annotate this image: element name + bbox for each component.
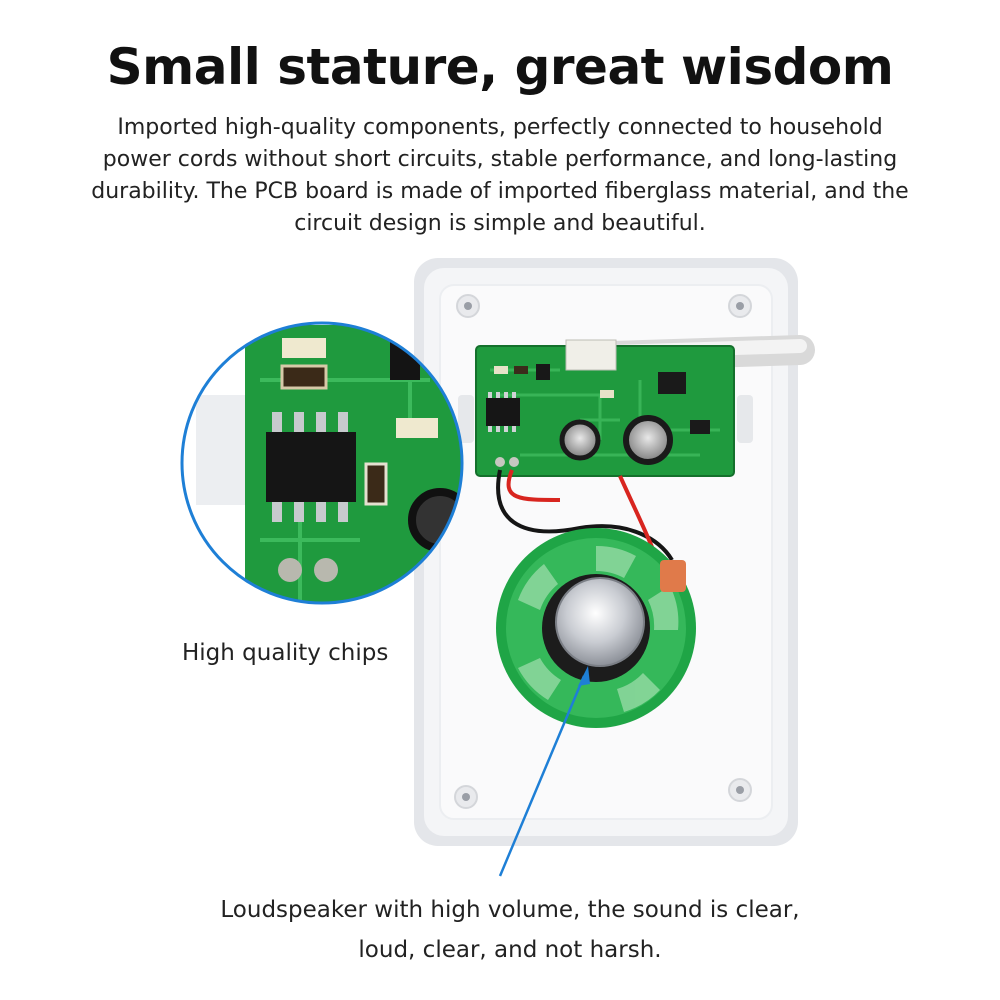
chip-zoom-circle — [180, 321, 464, 605]
page-title: Small stature, great wisdom — [106, 38, 894, 96]
speaker-callout-arrow — [498, 666, 590, 877]
loudspeaker — [496, 528, 696, 728]
speaker-wire-black — [496, 469, 674, 562]
speaker-callout-line-1: Loudspeaker with high volume, the sound … — [220, 897, 800, 923]
product-description: Imported high-quality components, perfec… — [91, 115, 909, 236]
screw-holes — [454, 294, 752, 809]
pcb-board — [475, 339, 735, 477]
speaker-callout-label: Loudspeaker with high volume, the sound … — [150, 890, 870, 970]
speaker-callout-line-2: loud, clear, and not harsh. — [358, 937, 662, 963]
chips-callout-label: High quality chips — [182, 640, 389, 666]
